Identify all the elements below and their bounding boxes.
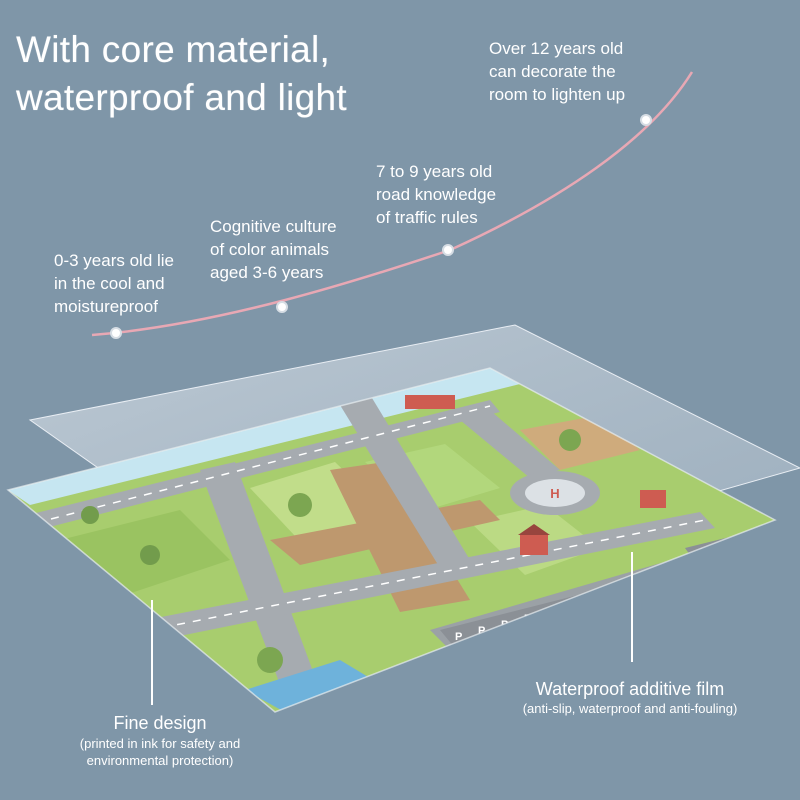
milestone-4-line-3: room to lighten up: [489, 85, 626, 104]
milestone-1-line-1: 0-3 years old lie: [54, 251, 175, 270]
milestone-label-1: 0-3 years old lie in the cool and moistu…: [54, 249, 174, 318]
milestone-1-line-3: moistureproof: [54, 297, 158, 316]
film-callout-subtitle: (anti-slip, waterproof and anti-fouling): [522, 701, 738, 716]
milestone-4-line-1: Over 12 years old: [489, 39, 624, 58]
headline: With core material, waterproof and light: [16, 26, 347, 122]
design-callout-title: Fine design: [113, 713, 207, 733]
parking-marker-7: P: [740, 537, 747, 548]
design-callout-pointer: [151, 600, 153, 705]
milestone-2-line-1: Cognitive culture: [210, 217, 337, 236]
headline-line-1: With core material,: [16, 29, 331, 70]
film-callout-title: Waterproof additive film: [535, 679, 725, 699]
milestone-4-line-2: can decorate the: [489, 62, 616, 81]
milestone-dot-4: [640, 114, 652, 126]
milestone-1-line-2: in the cool and: [54, 274, 165, 293]
milestone-3-line-1: 7 to 9 years old: [376, 162, 493, 181]
mat-surface: H P P P P P P P: [8, 368, 775, 712]
milestone-2-line-2: of color animals: [210, 240, 330, 259]
film-callout-pointer: [631, 552, 633, 662]
design-callout-subtitle-line-1: (printed in ink for safety and: [79, 736, 241, 751]
milestone-label-4: Over 12 years old can decorate the room …: [489, 37, 625, 106]
parking-marker-2: P: [478, 625, 485, 637]
milestone-3-line-3: of traffic rules: [376, 208, 478, 227]
milestone-label-2: Cognitive culture of color animals aged …: [210, 215, 337, 284]
parking-marker-1: P: [455, 631, 462, 643]
parking-marker-6: P: [720, 542, 727, 553]
milestone-label-3: 7 to 9 years old road knowledge of traff…: [376, 160, 496, 229]
milestone-2-line-3: aged 3-6 years: [210, 263, 324, 282]
milestone-dot-1: [110, 327, 122, 339]
milestone-dot-3: [442, 244, 454, 256]
headline-line-2: waterproof and light: [16, 77, 347, 118]
design-callout-subtitle: (printed in ink for safety and environme…: [40, 735, 280, 769]
design-callout-subtitle-line-2: environmental protection): [86, 753, 234, 768]
helipad-marker: H: [550, 486, 559, 501]
milestone-3-line-2: road knowledge: [376, 185, 497, 204]
milestone-dot-2: [276, 301, 288, 313]
